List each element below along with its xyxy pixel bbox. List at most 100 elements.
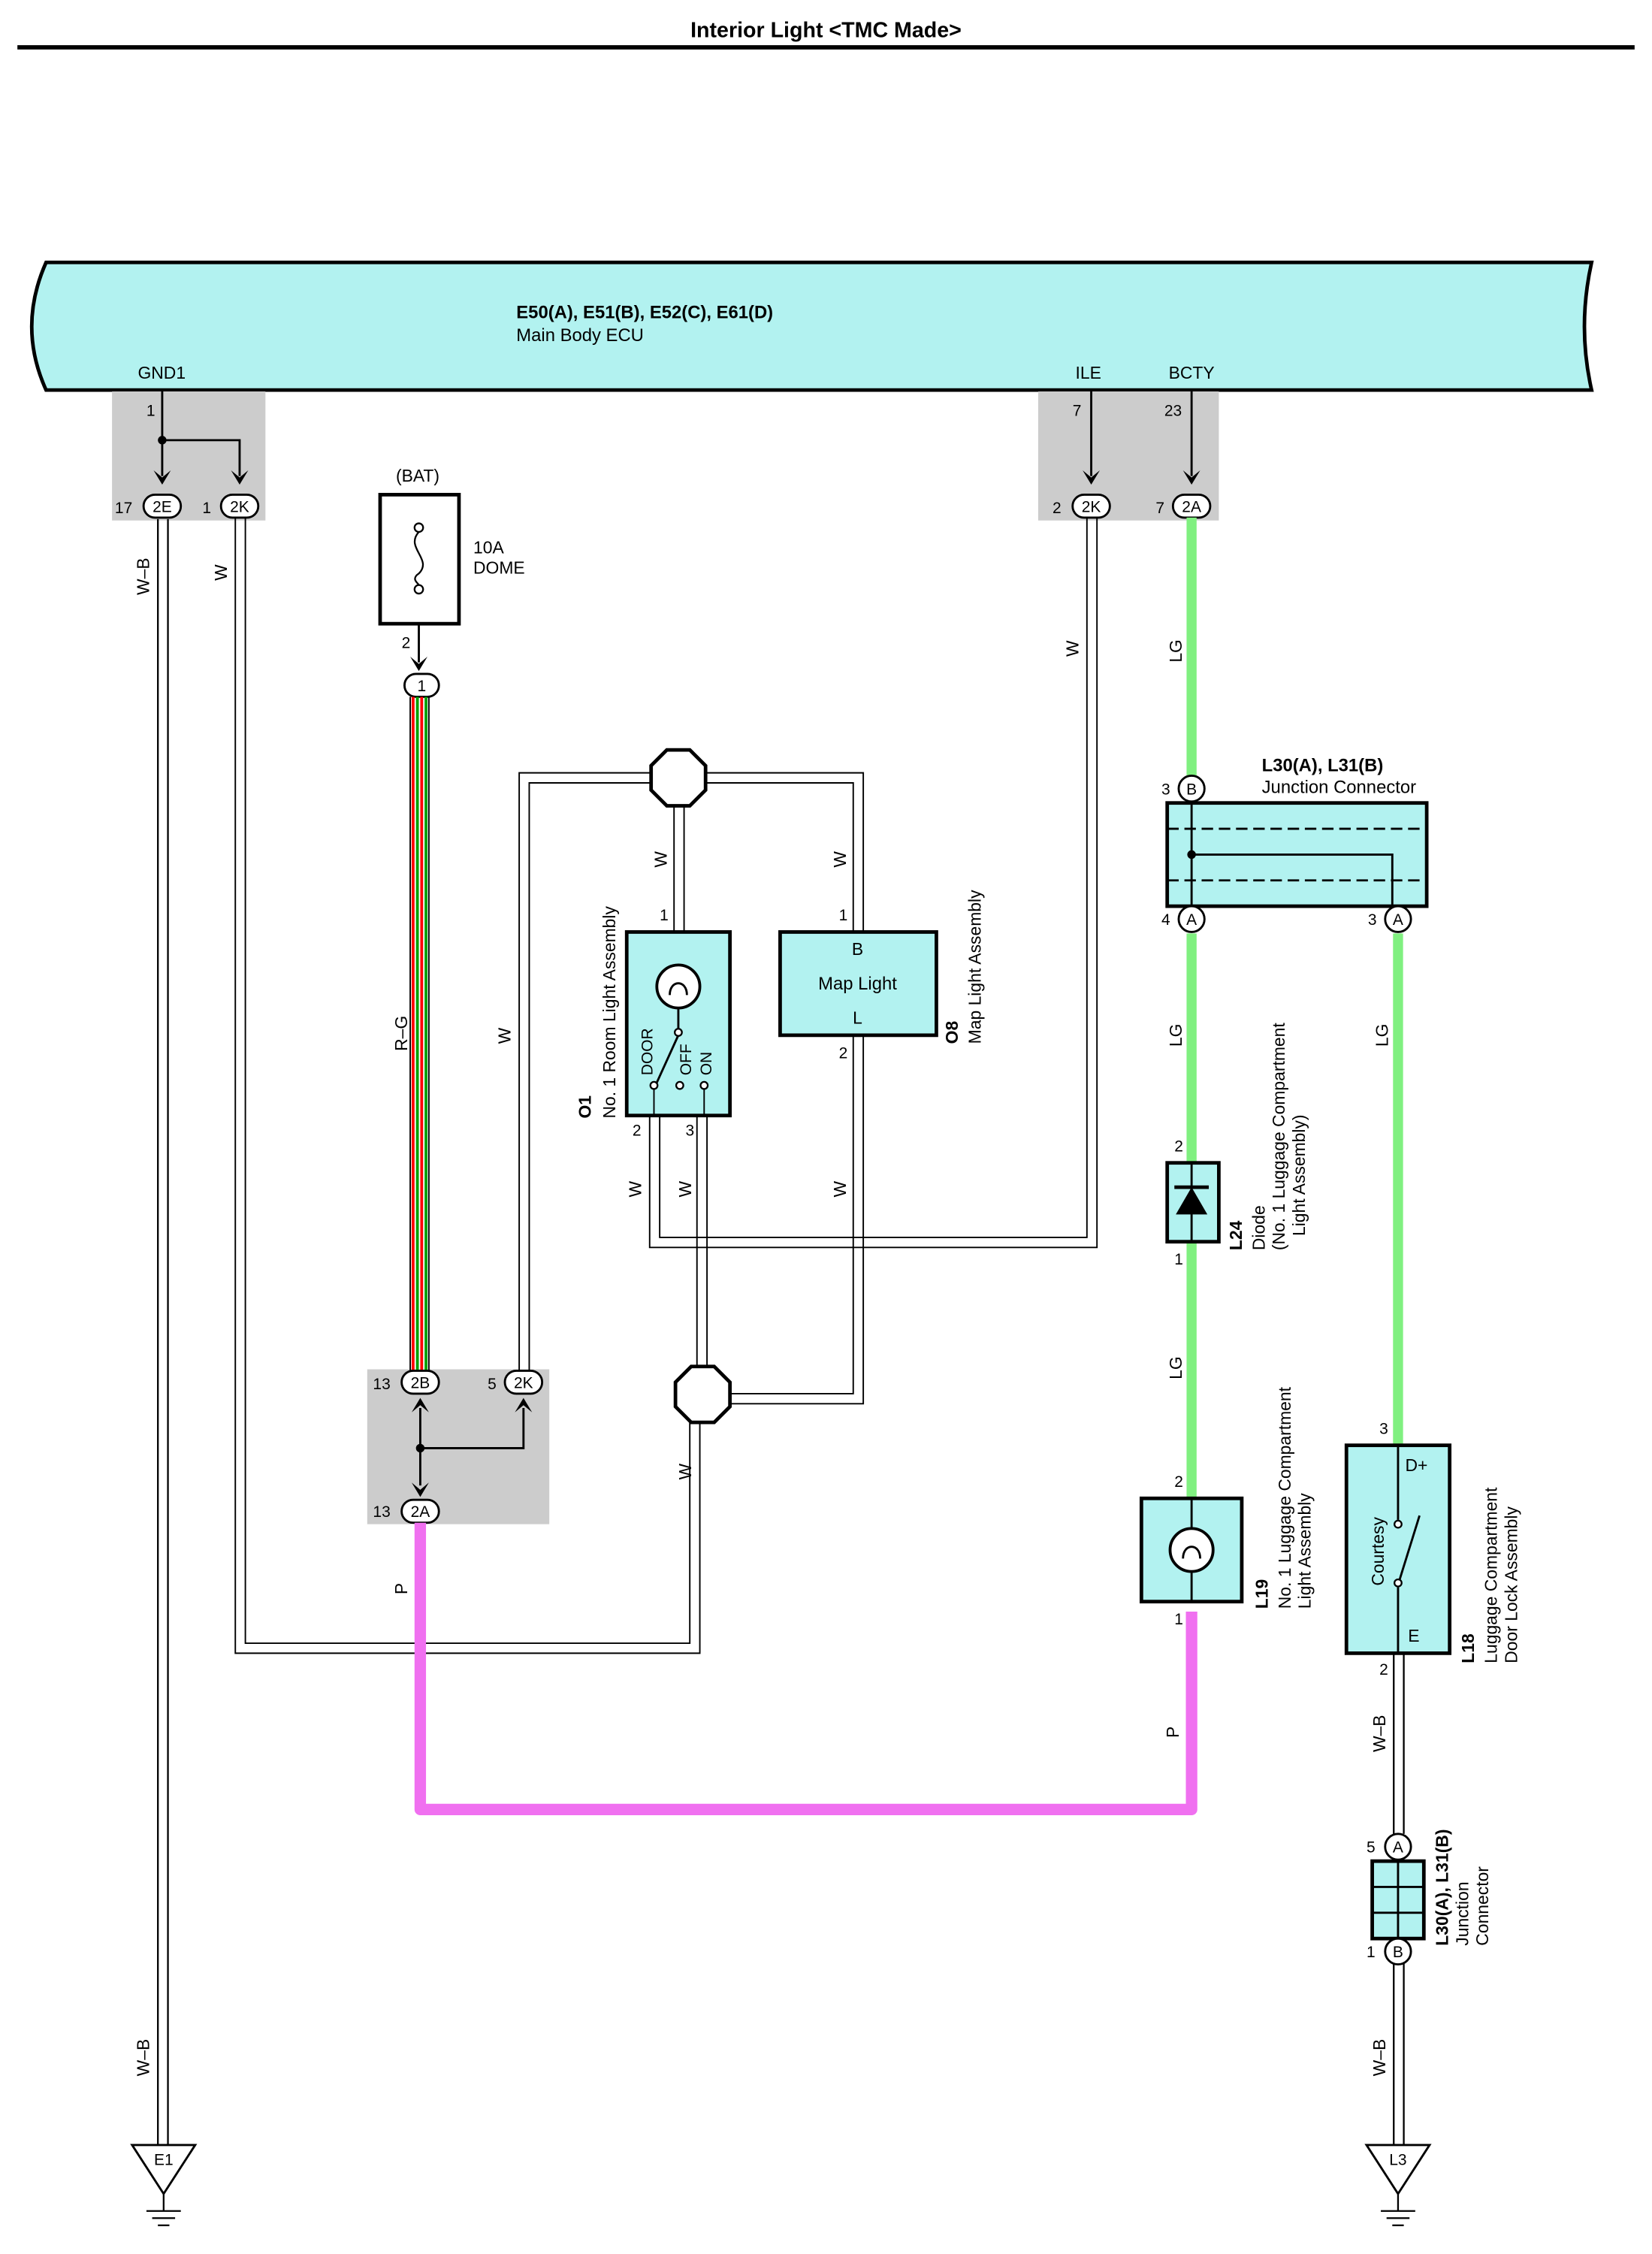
junction-top-pin-b3: 3 <box>1161 781 1170 798</box>
conn-2e <box>142 493 183 519</box>
wire-label-w-o1-pin2: W <box>625 1181 645 1198</box>
door-lock-switch-blade <box>1398 1515 1421 1581</box>
map-light-label: Map Light <box>818 974 897 994</box>
wire-p-pink <box>414 1522 1197 1816</box>
wire-w-o8-bottom <box>728 1035 865 1405</box>
lug-light-pin2: 2 <box>1174 1473 1183 1491</box>
wire-label-w-left: W <box>211 564 231 581</box>
junction-bottom-term-b: B <box>1393 1944 1403 1961</box>
wire-label-w-o1-pin3: W <box>675 1181 695 1198</box>
wire-label-w-below-octagon: W <box>675 1463 695 1479</box>
wire-w-o1-pin3 <box>696 1115 708 1370</box>
conn-2k-1 <box>219 493 260 519</box>
main-body-ecu-bar <box>29 260 1594 392</box>
wire-label-rg: R–G <box>391 1016 411 1051</box>
junction-bottom-term-b-circle <box>1384 1937 1412 1965</box>
junction-bottom-pin1: 1 <box>1367 1944 1376 1961</box>
diode-name: Diode <box>1249 1205 1268 1250</box>
conn-2a-7-pin: 7 <box>1155 500 1164 517</box>
lug-light-pin1: 1 <box>1174 1611 1183 1628</box>
svg-text:L3: L3 <box>1389 2152 1406 2169</box>
room-light-bulb-icon <box>655 963 702 1010</box>
wire-label-w-ile: W <box>1062 640 1082 657</box>
ecu-ile-pin: 7 <box>1073 402 1082 419</box>
fuse-rating: 10A <box>473 538 504 557</box>
door-lock-pin3: 3 <box>1379 1420 1388 1437</box>
conn-2k-5 <box>503 1369 544 1395</box>
ecu-ile-label: ILE <box>1076 363 1101 382</box>
junction-bottom-codes: L30(A), L31(B) <box>1433 1829 1452 1946</box>
wire-label-wb-upper: W–B <box>134 557 153 595</box>
door-lock-pin2: 2 <box>1379 1661 1388 1678</box>
lug-light-name2: Light Assembly <box>1295 1493 1315 1609</box>
map-light-terminal-b: B <box>852 939 863 959</box>
wire-label-wb-lower: W–B <box>134 2039 153 2077</box>
room-light-pin3: 3 <box>685 1122 694 1139</box>
diagram-title: Interior Light <TMC Made> <box>690 19 962 43</box>
ecu-name: Main Body ECU <box>516 325 644 346</box>
ground-l3: L3 <box>1364 2144 1432 2226</box>
wire-label-wb-right-lower: W–B <box>1370 2039 1389 2077</box>
room-light-pin1: 1 <box>660 907 669 924</box>
conn-2k-1-pin: 1 <box>202 500 211 517</box>
conn-2e-pin: 17 <box>115 500 132 517</box>
conn-2k-2-pin: 2 <box>1053 500 1062 517</box>
wire-w-o1-pin2 <box>648 517 1098 1249</box>
conn-2b-id: 2B <box>411 1374 430 1391</box>
room-light-pos-door: DOOR <box>639 1028 657 1075</box>
fuse-name: DOME <box>473 557 525 577</box>
fuse-source: (BAT) <box>396 466 439 485</box>
conn-2k-2 <box>1071 493 1111 519</box>
conn-2k-5-pin: 5 <box>488 1376 497 1393</box>
conn-2b-pin: 13 <box>373 1376 390 1393</box>
conn-2a-7-id: 2A <box>1182 498 1201 515</box>
conn-bat-1-id: 1 <box>417 678 426 695</box>
wire-w-2k5 <box>518 772 659 1371</box>
ecu-bcty-label: BCTY <box>1169 363 1215 382</box>
map-light-code: O8 <box>942 1021 962 1044</box>
junction-bottom-name2: Connector <box>1472 1866 1492 1946</box>
junction-top-name: Junction Connector <box>1262 777 1417 797</box>
door-lock-switch-label: Courtesy <box>1368 1517 1388 1586</box>
diode-code: L24 <box>1226 1220 1246 1250</box>
room-light-pin2: 2 <box>633 1122 642 1139</box>
door-lock-name: Luggage Compartment <box>1481 1487 1501 1663</box>
conn-2a-13-pin: 13 <box>373 1503 390 1521</box>
door-lock-code: L18 <box>1458 1633 1478 1663</box>
ecu-gnd1-label: GND1 <box>137 363 186 382</box>
door-lock-term-dplus: D+ <box>1405 1455 1427 1475</box>
door-lock-term-e: E <box>1408 1626 1419 1645</box>
junction-top-term-a3-circle <box>1384 905 1412 933</box>
wire-label-lg-3: LG <box>1166 1356 1185 1379</box>
wire-label-p-left: P <box>391 1583 411 1594</box>
map-light-name: Map Light Assembly <box>965 890 985 1044</box>
junction-bottom-pin5: 5 <box>1367 1839 1376 1857</box>
ecu-gnd1-pin: 1 <box>146 402 156 419</box>
wire-label-p-right: P <box>1163 1727 1182 1738</box>
joint-octagon-top <box>649 748 708 808</box>
wire-label-lg-1: LG <box>1166 639 1185 663</box>
diode-pin2: 2 <box>1174 1138 1183 1155</box>
wire-r-g <box>409 696 430 1371</box>
fuse-pin: 2 <box>402 635 411 652</box>
conn-2k-2-id: 2K <box>1082 498 1101 515</box>
lug-light-code: L19 <box>1252 1579 1271 1609</box>
diode-pin1: 1 <box>1174 1251 1183 1268</box>
wire-wb-right <box>1393 1653 1405 2145</box>
wire-label-w-o8-top: W <box>830 851 850 868</box>
conn-2k-1-id: 2K <box>230 498 249 515</box>
conn-2b <box>400 1369 440 1395</box>
junction-top-term-a3: A <box>1393 911 1403 929</box>
map-light-pin2: 2 <box>839 1044 848 1062</box>
room-light-code: O1 <box>575 1095 595 1119</box>
map-light-pin1: 1 <box>839 907 848 924</box>
wire-label-wb-right-upper: W–B <box>1370 1715 1389 1752</box>
diode-sub2: Light Assembly) <box>1289 1114 1309 1236</box>
junction-top-codes: L30(A), L31(B) <box>1262 756 1384 776</box>
door-lock-name2: Door Lock Assembly <box>1501 1506 1521 1663</box>
lug-light-bulb-icon <box>1168 1527 1215 1573</box>
diode-sub: (No. 1 Luggage Compartment <box>1269 1023 1288 1250</box>
svg-text:E1: E1 <box>154 2152 174 2169</box>
splice-region-bottom <box>367 1369 550 1524</box>
